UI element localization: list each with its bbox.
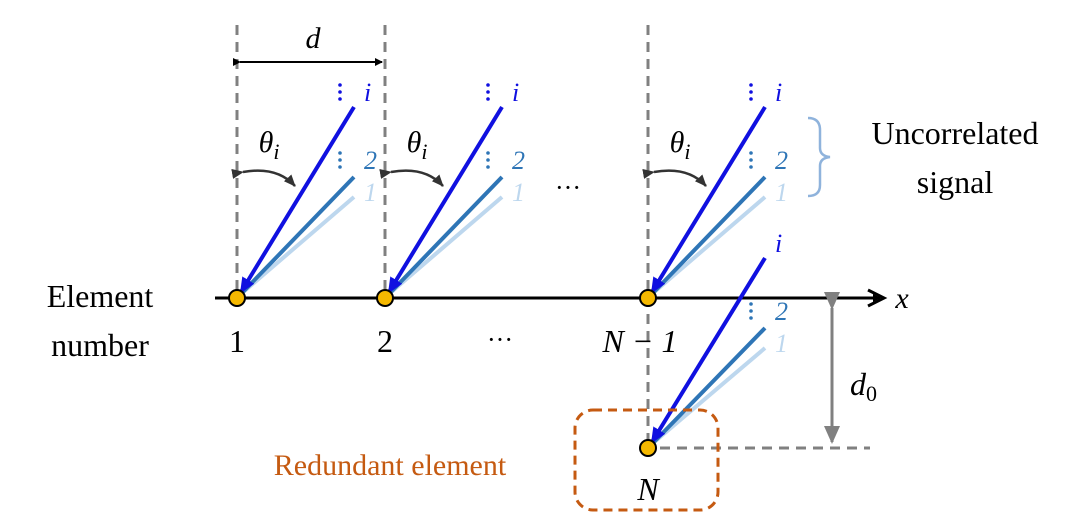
ellipsis-dot xyxy=(749,97,753,101)
ellipsis-dot xyxy=(338,165,342,169)
signal-2-ray xyxy=(239,175,356,296)
angle-label: θi xyxy=(670,126,691,164)
signal-label-1: 1 xyxy=(775,329,788,358)
signal-label-i: i xyxy=(512,78,519,107)
element-label-2: 2 xyxy=(377,323,393,359)
signal-label-2: 2 xyxy=(775,297,788,326)
signal-2-ray xyxy=(650,326,767,446)
ellipsis-dot xyxy=(749,302,753,306)
element-number-title-1: Element xyxy=(47,278,154,314)
redundant-element-box xyxy=(573,408,720,512)
angle-arc-icon xyxy=(379,168,444,187)
ellipsis-dot xyxy=(338,151,342,155)
signal-1-ray xyxy=(650,346,767,446)
signal-2-ray xyxy=(387,175,504,296)
signal-label-i: i xyxy=(775,78,782,107)
signal-label-2: 2 xyxy=(364,146,377,175)
element-2 xyxy=(376,289,394,307)
ellipsis-dot xyxy=(749,309,753,313)
signal-label-1: 1 xyxy=(775,178,788,207)
signal-1-ray xyxy=(239,195,356,296)
ellipsis-axis: ··· xyxy=(487,325,513,354)
spacing-label: d xyxy=(306,22,322,55)
axis-arrowhead xyxy=(867,288,888,308)
redundant-element-label: Redundant element xyxy=(274,449,507,482)
element-1 xyxy=(228,289,246,307)
angle-arc-icon xyxy=(642,168,707,187)
angle-label: θi xyxy=(259,126,280,164)
signal-group: i 2 1 θi xyxy=(642,78,788,296)
ellipsis-dot xyxy=(338,158,342,162)
signal-group: i 2 1 θi xyxy=(231,78,377,296)
angle-label: θi xyxy=(407,126,428,164)
signal-label-i: i xyxy=(775,229,782,258)
ellipsis-dot xyxy=(486,83,490,87)
element-guides xyxy=(235,25,870,450)
signal-1-ray xyxy=(650,195,767,296)
angle-arc-icon xyxy=(231,168,296,187)
ellipsis-dot xyxy=(486,97,490,101)
ellipsis-dot xyxy=(338,97,342,101)
ellipsis-dot xyxy=(338,83,342,87)
element-label-n-1: N − 1 xyxy=(602,323,678,359)
signal-label-i: i xyxy=(364,78,371,107)
signal-1-ray xyxy=(387,195,504,296)
ellipsis-dot xyxy=(749,151,753,155)
ellipsis-dot xyxy=(486,90,490,94)
uncorrelated-label-2: signal xyxy=(917,164,994,200)
signal-label-2: 2 xyxy=(775,146,788,175)
signal-i-ray xyxy=(387,105,504,294)
element-n-1 xyxy=(639,289,657,307)
signal-label-1: 1 xyxy=(364,178,377,207)
signal-i-ray xyxy=(650,105,767,294)
signal-2-ray xyxy=(650,175,767,296)
signal-label-2: 2 xyxy=(512,146,525,175)
brace-icon xyxy=(807,116,831,198)
axis-label: x xyxy=(894,282,909,315)
element-label-n: N xyxy=(636,471,660,507)
signal-label-1: 1 xyxy=(512,178,525,207)
ellipsis-dot xyxy=(749,83,753,87)
signal-i-ray xyxy=(239,105,356,294)
element-n xyxy=(639,439,657,457)
ellipsis-dot xyxy=(749,316,753,320)
ellipsis-dot xyxy=(486,158,490,162)
ellipsis-signals: ··· xyxy=(555,173,581,202)
ellipsis-dot xyxy=(486,151,490,155)
ellipsis-dot xyxy=(749,90,753,94)
element-label-1: 1 xyxy=(229,323,245,359)
element-number-title-2: number xyxy=(51,327,149,363)
signal-group: i 2 1 θi xyxy=(379,78,525,296)
ellipsis-dot xyxy=(338,90,342,94)
offset-label: d0 xyxy=(850,366,877,406)
uncorrelated-label-1: Uncorrelated xyxy=(871,115,1038,151)
ellipsis-dot xyxy=(749,165,753,169)
ellipsis-dot xyxy=(486,165,490,169)
elements xyxy=(228,289,657,457)
ellipsis-dot xyxy=(749,158,753,162)
